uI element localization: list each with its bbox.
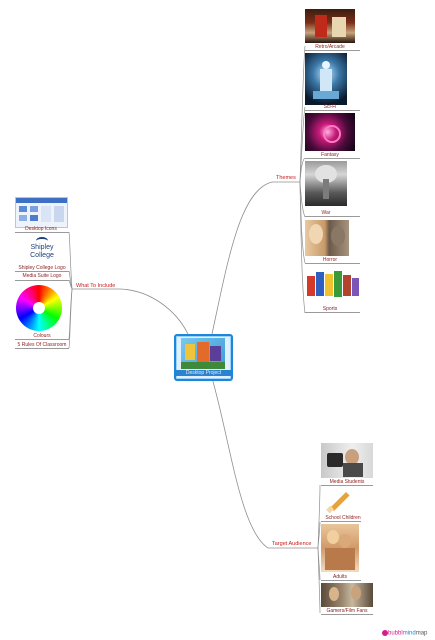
- include-item-5-rules-of-classroom[interactable]: 5 Rules Of Classroom: [17, 342, 67, 348]
- theme-item-sci-fi[interactable]: Sci-Fi: [323, 104, 337, 110]
- audience-item-school-children[interactable]: School Children: [325, 515, 361, 521]
- connector-themes: [211, 181, 273, 335]
- retro-arcade-image: [305, 9, 355, 43]
- theme-item-war[interactable]: War: [321, 210, 331, 216]
- connector-what-to-include: [119, 288, 189, 335]
- connector-target-audience: [211, 377, 269, 549]
- audience-item-adults[interactable]: Adults: [333, 574, 347, 580]
- war-image: [305, 161, 347, 206]
- include-item-media-suite-logo[interactable]: Media Suite Logo: [22, 273, 62, 279]
- fantasy-image: [305, 113, 355, 151]
- include-item-shipley-college-logo[interactable]: Shipley College Logo: [18, 265, 66, 271]
- branch-target-audience-label[interactable]: Target Audience: [272, 541, 312, 547]
- theme-item-horror[interactable]: Horror: [322, 257, 338, 263]
- shipley-logo-text-line1: Shipley: [30, 244, 54, 251]
- central-topic-image: [181, 338, 225, 369]
- media-students-image: [321, 443, 373, 478]
- theme-item-fantasy[interactable]: Fantasy: [321, 152, 339, 158]
- desktop-icons-image: [15, 197, 68, 228]
- branch-what-to-include-label[interactable]: What To Include: [76, 283, 116, 289]
- school-children-image: [323, 487, 355, 515]
- branch-themes-label[interactable]: Themes: [276, 175, 296, 181]
- audience-item-gamers-film-fans[interactable]: Gamers/Film Fans: [326, 608, 368, 614]
- sci-fi-image: [305, 53, 347, 105]
- theme-item-retro-arcade[interactable]: Retro/Arcade: [315, 44, 345, 50]
- gamers-film-fans-image: [321, 583, 373, 607]
- colour-wheel-image: [16, 285, 62, 331]
- shipley-logo-text-line2: College: [30, 252, 54, 259]
- sports-image: [305, 266, 360, 304]
- theme-item-sports[interactable]: Sports: [322, 306, 338, 312]
- audience-item-media-students[interactable]: Media Students: [329, 479, 365, 485]
- horror-image: [305, 220, 349, 256]
- bubblmind-watermark: bubblmindmap: [382, 630, 427, 637]
- central-topic-label: Desktop Project: [176, 370, 231, 376]
- include-item-desktop-icons[interactable]: Desktop Icons: [25, 226, 57, 232]
- watermark-icon: [382, 630, 388, 636]
- include-item-colours[interactable]: Colours: [33, 333, 51, 339]
- central-topic-node[interactable]: Desktop Project: [174, 334, 233, 381]
- shipley-college-logo-image: Shipley College: [20, 236, 64, 263]
- adults-image: [321, 524, 359, 572]
